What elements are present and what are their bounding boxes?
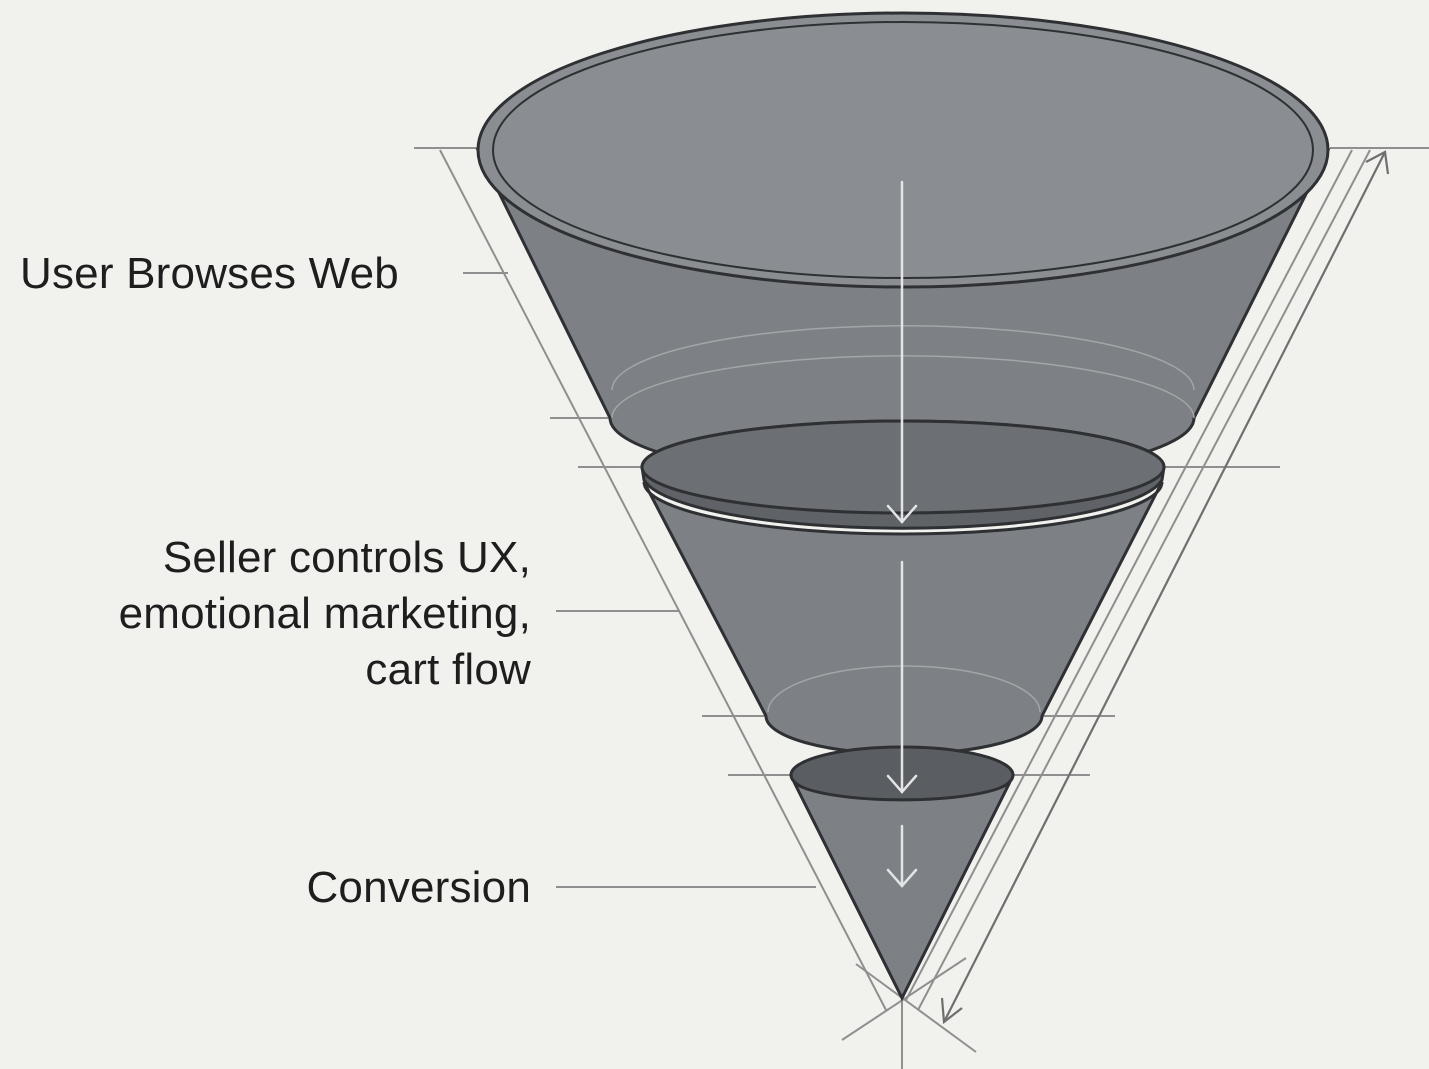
funnel-section-middle-contour <box>767 665 1041 713</box>
dimension-arrowhead-top <box>1365 150 1390 175</box>
flow-arrow-1-head <box>886 504 918 524</box>
stage-label-user-browses-web: User Browses Web <box>20 246 399 302</box>
label-leaders <box>463 272 816 888</box>
guide-right-inner <box>905 149 1353 1001</box>
stage-label-line: cart flow <box>365 645 531 694</box>
guide-bottom-cross-b <box>855 963 977 1053</box>
dimension-arrowhead-bottom <box>940 997 963 1025</box>
funnel-section-bottom-body <box>792 780 1012 1002</box>
dimension-arrow <box>940 150 1390 1025</box>
guide-left-outer <box>439 149 887 1011</box>
stage-label-conversion: Conversion <box>306 860 531 916</box>
stage-label-seller-controls: Seller controls UX, emotional marketing,… <box>119 530 531 698</box>
stage-label-line: User Browses Web <box>20 249 399 298</box>
stage-label-line: Conversion <box>306 863 531 912</box>
flow-arrow-2-head <box>886 774 918 794</box>
guide-right-outer <box>917 149 1371 1011</box>
guide-lines <box>414 147 1429 1069</box>
stage-label-line: emotional marketing, <box>118 589 531 638</box>
funnel-section-bottom <box>792 780 1012 1002</box>
stage-label-line: Seller controls UX, <box>162 533 531 582</box>
flow-arrows <box>886 180 918 888</box>
flow-arrow-3-head <box>886 868 918 888</box>
